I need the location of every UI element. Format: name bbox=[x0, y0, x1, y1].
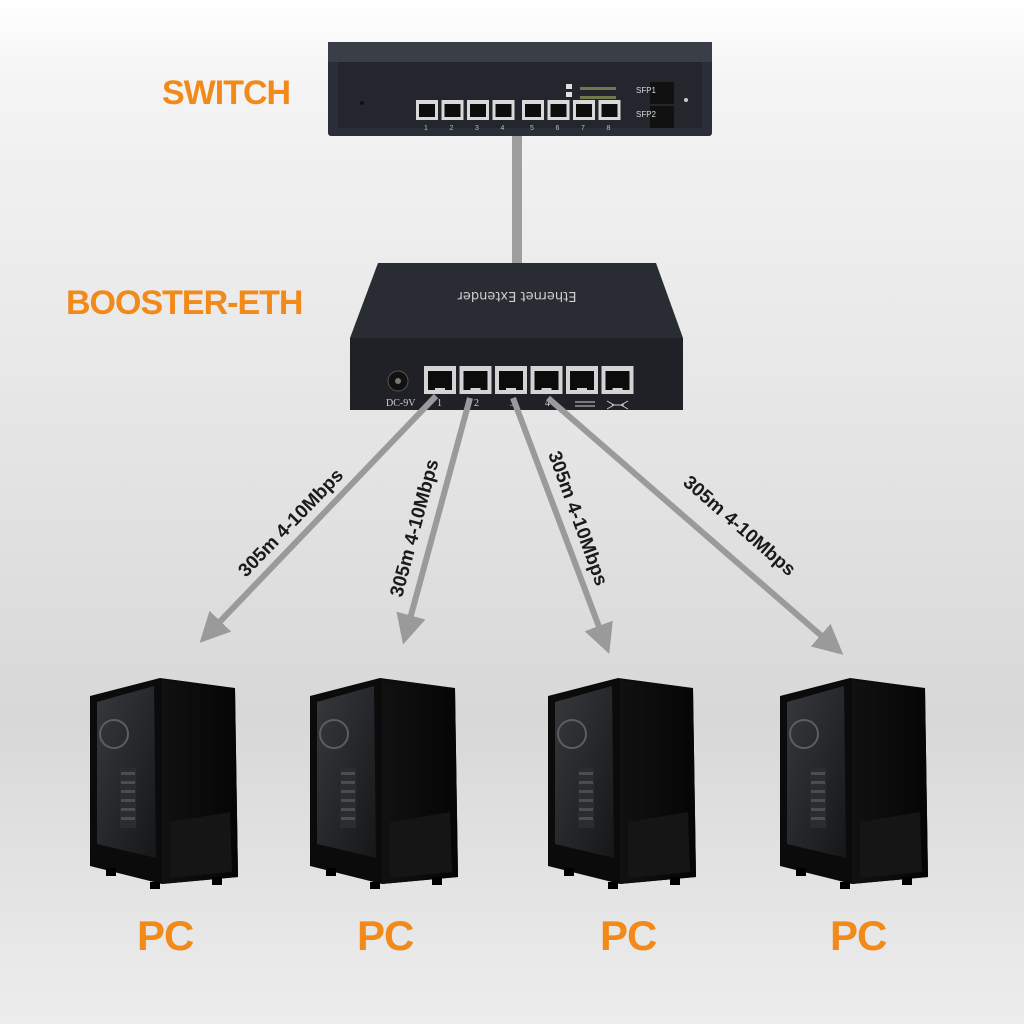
switch-port-4: 4 bbox=[492, 100, 515, 132]
switch-port-8: 8 bbox=[598, 100, 621, 132]
pc-tower-icon bbox=[90, 678, 238, 889]
cable-label-1: 305m 4-10Mbps bbox=[234, 465, 347, 581]
booster-port-1: 1 bbox=[437, 398, 442, 409]
booster-rj45-port bbox=[566, 366, 598, 394]
cable-2 bbox=[396, 397, 473, 645]
pc-label-3: PC bbox=[600, 912, 657, 959]
sfp1-label: SFP1 bbox=[636, 86, 657, 95]
booster-rj45-port bbox=[459, 366, 492, 394]
switch-port-3: 3 bbox=[467, 100, 489, 132]
cable-4 bbox=[546, 395, 844, 655]
switch-port-number: 3 bbox=[475, 125, 479, 132]
booster-top-text: Ethernet Extender bbox=[457, 288, 577, 303]
booster-port-2: 2 bbox=[474, 398, 479, 409]
switch-port-2: 2 bbox=[441, 100, 464, 132]
power-label: DC-9V bbox=[386, 398, 416, 409]
cable-1 bbox=[199, 393, 439, 643]
switch-port-number: 2 bbox=[450, 125, 454, 132]
pc-label-4: PC bbox=[830, 912, 887, 959]
uplink-cable bbox=[512, 132, 522, 272]
switch-port-number: 1 bbox=[424, 125, 428, 132]
booster-rj45-port bbox=[530, 366, 563, 394]
switch-port-number: 4 bbox=[501, 125, 505, 132]
booster-rj45-port bbox=[495, 366, 527, 394]
switch-port-1: 1 bbox=[416, 100, 438, 132]
switch-port-number: 6 bbox=[556, 125, 560, 132]
pc-label-2: PC bbox=[357, 912, 414, 959]
cable-arrows bbox=[199, 393, 844, 655]
booster-rj45-port bbox=[601, 366, 634, 394]
pc-tower-icon bbox=[548, 678, 696, 889]
ethernet-switch-icon: 1 2 3 4 5 6 7 8 SFP1 SFP2 bbox=[328, 42, 712, 136]
switch-port-7: 7 bbox=[573, 100, 595, 132]
switch-port-6: 6 bbox=[547, 100, 570, 132]
booster-label: BOOSTER-ETH bbox=[66, 284, 303, 322]
pc-label-1: PC bbox=[137, 912, 194, 959]
cable-3 bbox=[510, 396, 613, 655]
switch-port-number: 8 bbox=[607, 125, 611, 132]
booster-rj45-port bbox=[424, 366, 456, 394]
sfp2-label: SFP2 bbox=[636, 110, 657, 119]
pc-tower-icon bbox=[780, 678, 928, 889]
switch-port-5: 5 bbox=[522, 100, 544, 132]
switch-port-number: 7 bbox=[581, 125, 585, 132]
pc-tower-icon bbox=[310, 678, 458, 889]
booster-port-4: 4 bbox=[545, 398, 550, 409]
switch-label: SWITCH bbox=[162, 74, 291, 112]
ethernet-extender-icon: Ethernet Extender DC-9V 1 2 3 4 bbox=[350, 263, 683, 410]
switch-port-number: 5 bbox=[530, 125, 534, 132]
